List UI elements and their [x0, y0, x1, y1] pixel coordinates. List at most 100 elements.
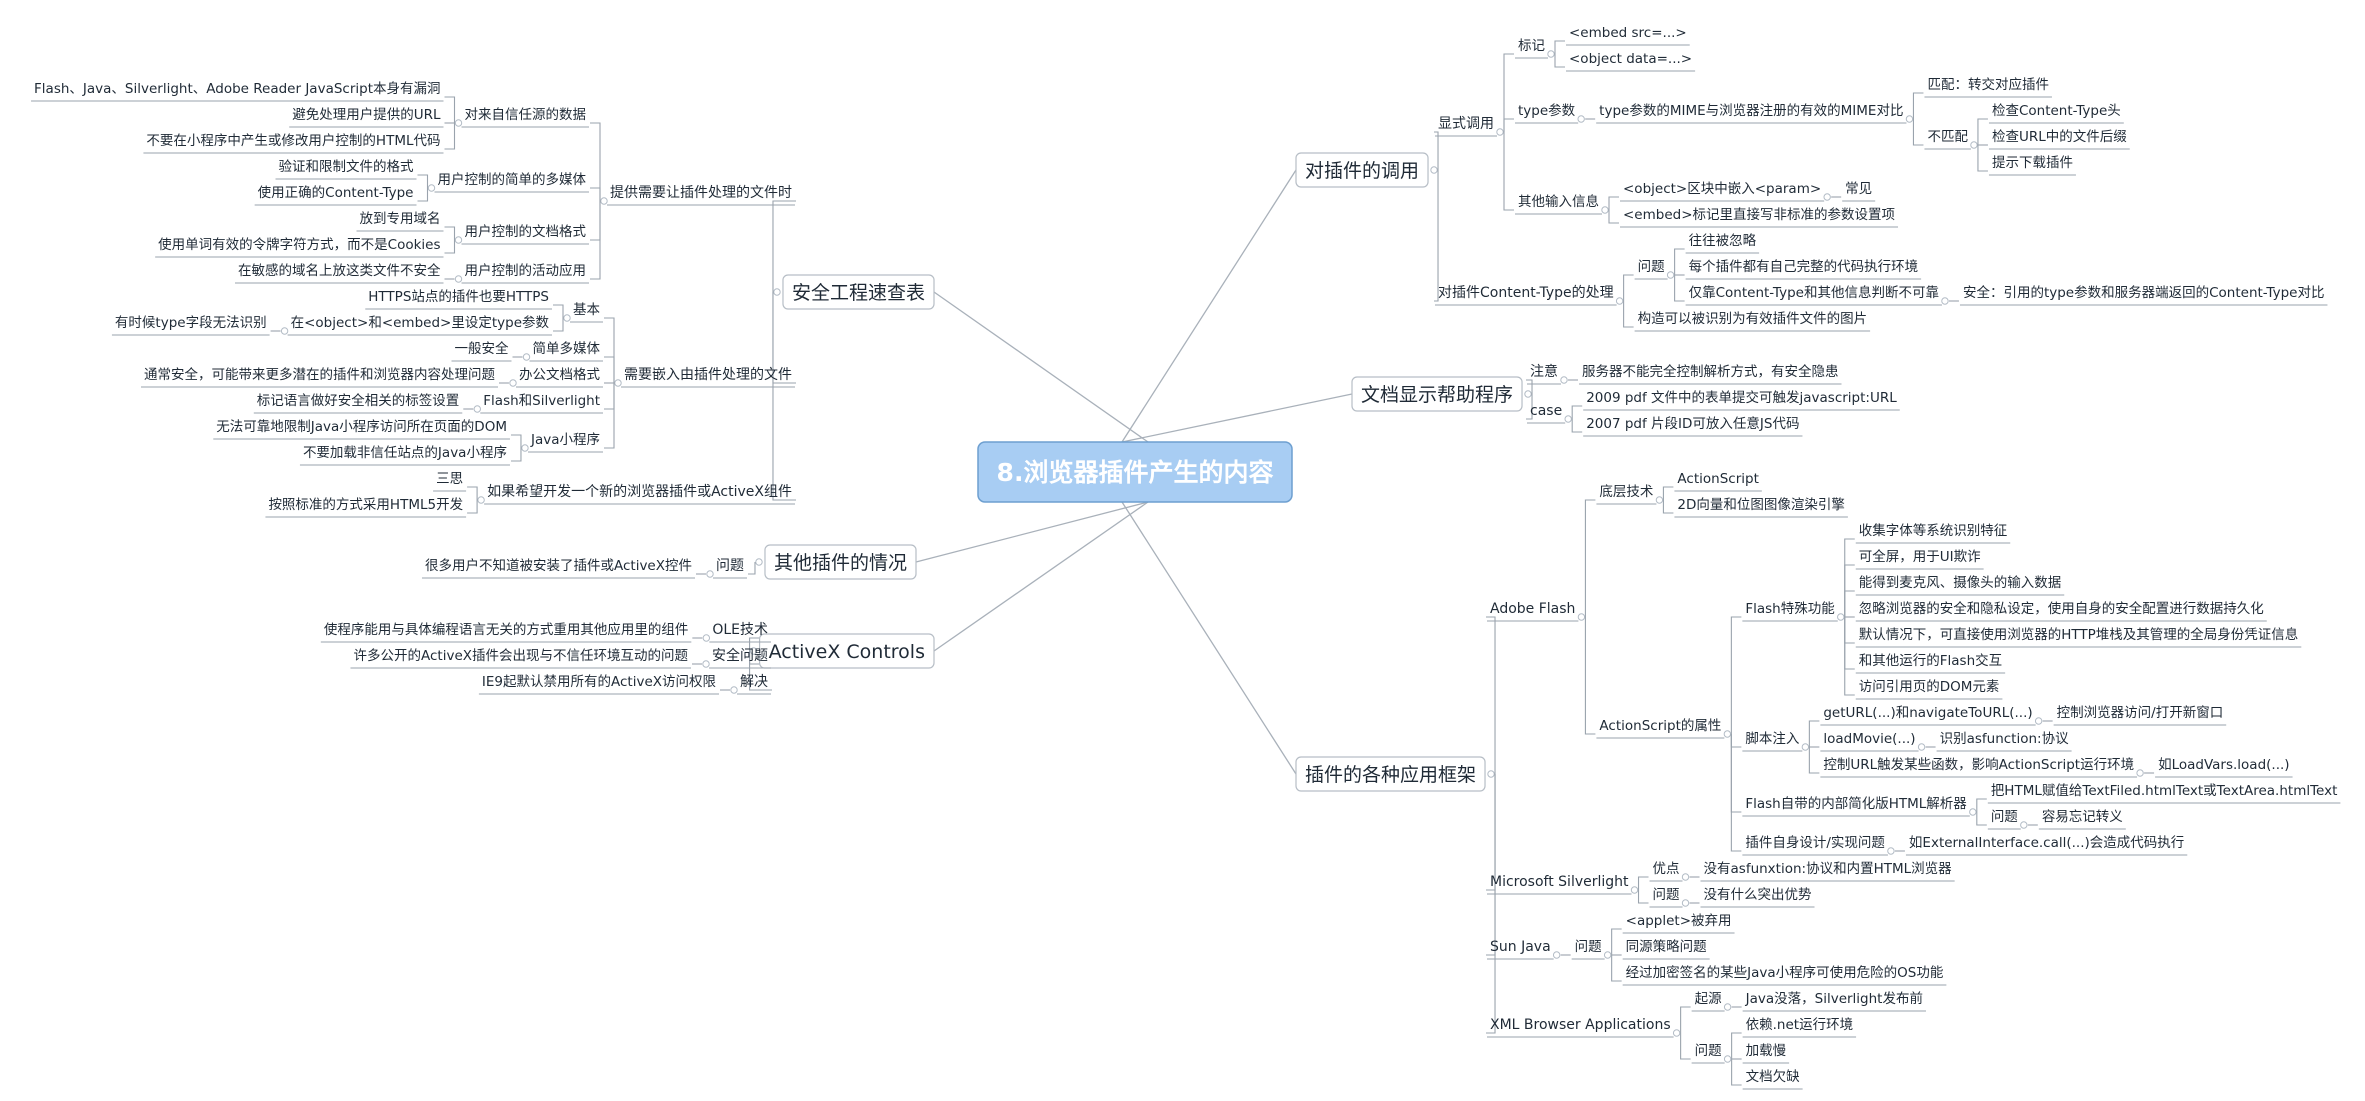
topic-3-topic[interactable]: 三思	[433, 471, 467, 492]
topic-5-flash[interactable]: 和其他运行的Flash交互	[1855, 652, 2006, 674]
topic-4-net[interactable]: 依赖.net运行环境	[1742, 1017, 1857, 1038]
topic-4-content-type[interactable]: 使用正确的Content-Type	[254, 184, 417, 206]
topic-4-topic[interactable]: 文档欠缺	[1742, 1069, 1803, 1090]
topic-2-case[interactable]: case	[1527, 403, 1566, 424]
topic-3-topic[interactable]: 用户控制的活动应用	[461, 262, 590, 284]
topic-3-topic[interactable]: 使程序能用与具体编程语言无关的方式重用其他应用里的组件	[320, 621, 692, 643]
topic-4-flash[interactable]: Flash特殊功能	[1742, 601, 1838, 622]
topic-3-flash-silverlight[interactable]: Flash和Silverlight	[480, 393, 603, 414]
topic-4-html[interactable]: 不要在小程序中产生或修改用户控制的HTML代码	[143, 132, 444, 154]
topic-5-topic[interactable]: 匹配：转交对应插件	[1924, 76, 2052, 98]
topic-3-topic[interactable]: 用户控制的简单的多媒体	[434, 171, 590, 193]
topic-2-topic[interactable]: 问题	[713, 558, 747, 579]
topic-3-topic[interactable]: 优点	[1649, 861, 1683, 882]
topic-2-topic[interactable]: 需要嵌入由插件处理的文件	[621, 367, 795, 388]
topic-3-topic[interactable]: 办公文档格式	[516, 367, 603, 388]
topic-2-sun-java[interactable]: Sun Java	[1487, 939, 1554, 960]
topic-3-java[interactable]: Java小程序	[527, 432, 603, 453]
topic-3-topic[interactable]: 标记	[1515, 38, 1548, 59]
topic-2-xml-browser-applications[interactable]: XML Browser Applications	[1487, 1017, 1674, 1038]
topic-5-topic[interactable]: 能得到麦克风、摄像头的输入数据	[1855, 574, 2065, 596]
topic-4-2d[interactable]: 2D向量和位图图像渲染引擎	[1674, 497, 1848, 518]
topic-3-topic[interactable]: 其他输入信息	[1515, 193, 1602, 215]
topic-4-topic[interactable]: 插件自身设计/实现问题	[1742, 835, 1888, 856]
topic-4-topic[interactable]: 通常安全，可能带来更多潜在的插件和浏览器内容处理问题	[141, 366, 498, 388]
topic-2-microsoft-silverlight[interactable]: Microsoft Silverlight	[1487, 874, 1632, 895]
topic-5-html-textfiled-htmltext-textarea-htmltext[interactable]: 把HTML赋值给TextFiled.htmlText或TextArea.html…	[1987, 783, 2341, 804]
topic-5-ui[interactable]: 可全屏，用于UI欺诈	[1855, 548, 1984, 570]
topic-6-topic[interactable]: 提示下载插件	[1988, 155, 2076, 176]
topic-3-topic[interactable]: 用户控制的文档格式	[461, 223, 590, 245]
topic-5-geturl-navigatetourl[interactable]: getURL(...)和navigateToURL(...)	[1820, 705, 2036, 726]
topic-4-https-https[interactable]: HTTPS站点的插件也要HTTPS	[365, 289, 552, 310]
topic-3-topic[interactable]: 构造可以被识别为有效插件文件的图片	[1634, 311, 1871, 332]
topic-3-topic[interactable]: 底层技术	[1596, 484, 1657, 505]
topic-3-topic[interactable]: 问题	[1649, 887, 1683, 908]
topic-2-topic[interactable]: 提供需要让插件处理的文件时	[607, 185, 795, 206]
topic-3-topic[interactable]: 基本	[570, 301, 603, 323]
topic-3-topic[interactable]: 服务器不能完全控制解析方式，有安全隐患	[1579, 363, 1842, 385]
topic-4-applet[interactable]: <applet>被弃用	[1622, 913, 1735, 934]
topic-4-topic[interactable]: 加载慢	[1742, 1042, 1790, 1064]
topic-2-content-type[interactable]: 对插件Content-Type的处理	[1435, 285, 1617, 306]
topic-4-java-silverlight[interactable]: Java没落，Silverlight发布前	[1742, 990, 1926, 1012]
topic-5-topic[interactable]: 不匹配	[1924, 129, 1971, 150]
topic-5-topic[interactable]: 忽略浏览器的安全和隐私设定，使用自身的安全配置进行数据持久化	[1855, 600, 2267, 622]
topic-4-java[interactable]: 不要加载非信任站点的Java小程序	[299, 445, 510, 466]
topic-4-object-data[interactable]: <object data=...>	[1566, 51, 1696, 72]
topic-4-java-os[interactable]: 经过加密签名的某些Java小程序可使用危险的OS功能	[1622, 964, 1947, 986]
topic-3-actionscript[interactable]: ActionScript的属性	[1596, 718, 1725, 739]
branch-topic-right1[interactable]: 文档显示帮助程序	[1351, 376, 1523, 412]
topic-4-topic[interactable]: 没有什么突出优势	[1700, 887, 1815, 908]
topic-4-topic[interactable]: 同源策略问题	[1622, 938, 1710, 960]
topic-4-flash-html[interactable]: Flash自带的内部简化版HTML解析器	[1742, 795, 1970, 817]
topic-3-topic[interactable]: 问题	[1691, 1043, 1725, 1064]
topic-4-topic[interactable]: 脚本注入	[1742, 731, 1803, 752]
branch-activex-controls-left2[interactable]: ActiveX Controls	[758, 633, 935, 669]
branch-topic-left0[interactable]: 安全工程速查表	[782, 274, 935, 310]
topic-5-type-content-type[interactable]: 安全：引用的type参数和服务器端返回的Content-Type对比	[1959, 284, 2328, 306]
topic-2-ole[interactable]: OLE技术	[709, 622, 771, 643]
topic-6-content-type[interactable]: 检查Content-Type头	[1988, 103, 2124, 124]
topic-3-topic[interactable]: 简单多媒体	[529, 340, 604, 362]
topic-2-adobe-flash[interactable]: Adobe Flash	[1487, 601, 1579, 622]
topic-6-loadvars-load[interactable]: 如LoadVars.load(...)	[2155, 757, 2293, 778]
topic-4-topic[interactable]: 一般安全	[451, 340, 512, 362]
topic-3-activex[interactable]: 很多用户不知道被安装了插件或ActiveX控件	[421, 557, 695, 579]
topic-3-ie9-activex[interactable]: IE9起默认禁用所有的ActiveX访问权限	[478, 673, 719, 695]
topic-4-topic[interactable]: 标记语言做好安全相关的标签设置	[253, 392, 463, 414]
topic-3-html5[interactable]: 按照标准的方式采用HTML5开发	[265, 497, 467, 518]
topic-4-topic[interactable]: 在敏感的域名上放这类文件不安全	[235, 262, 444, 284]
topic-3-activex[interactable]: 许多公开的ActiveX插件会出现与不信任环境互动的问题	[350, 647, 691, 669]
topic-5-loadmovie[interactable]: loadMovie(...)	[1820, 731, 1919, 752]
topic-2-activex[interactable]: 如果希望开发一个新的浏览器插件或ActiveX组件	[484, 484, 795, 505]
topic-2-topic[interactable]: 安全问题	[709, 647, 771, 669]
topic-5-type[interactable]: 有时候type字段无法识别	[111, 315, 270, 336]
topic-4-flash-java-silverlight-adobe-reader-javascript[interactable]: Flash、Java、Silverlight、Adobe Reader Java…	[31, 81, 444, 102]
branch-topic-left1[interactable]: 其他插件的情况	[764, 544, 917, 580]
topic-4-actionscript[interactable]: ActionScript	[1674, 471, 1762, 492]
topic-5-url-actionscript[interactable]: 控制URL触发某些函数，影响ActionScript运行环境	[1820, 757, 2138, 778]
topic-3-topic[interactable]: 问题	[1571, 939, 1605, 960]
topic-4-topic[interactable]: 往往被忽略	[1685, 233, 1760, 254]
topic-4-asfunxtion-html[interactable]: 没有asfunxtion:协议和内置HTML浏览器	[1700, 861, 1955, 882]
topic-4-url[interactable]: 避免处理用户提供的URL	[289, 106, 444, 128]
root-topic[interactable]: 8.浏览器插件产生的内容	[977, 441, 1293, 503]
topic-4-java-dom[interactable]: 无法可靠地限制Java小程序访问所在页面的DOM	[213, 419, 510, 440]
topic-3-2007-pdf-id-js[interactable]: 2007 pdf 片段ID可放入任意JS代码	[1583, 415, 1803, 437]
topic-4-object-embed-type[interactable]: 在<object>和<embed>里设定type参数	[287, 314, 552, 336]
topic-5-dom[interactable]: 访问引用页的DOM元素	[1855, 679, 2003, 700]
topic-3-topic[interactable]: 对来自信任源的数据	[461, 107, 590, 128]
topic-5-topic[interactable]: 问题	[1987, 809, 2021, 830]
topic-2-topic[interactable]: 解决	[737, 674, 771, 695]
branch-topic-right2[interactable]: 插件的各种应用框架	[1295, 756, 1486, 792]
topic-3-topic[interactable]: 起源	[1691, 991, 1725, 1012]
topic-6-topic[interactable]: 容易忘记转义	[2038, 808, 2126, 830]
topic-4-cookies[interactable]: 使用单词有效的令牌字符方式，而不是Cookies	[155, 236, 444, 258]
topic-5-http[interactable]: 默认情况下，可直接使用浏览器的HTTP堆栈及其管理的全局身份凭证信息	[1855, 626, 2302, 648]
topic-4-embed[interactable]: <embed>标记里直接写非标准的参数设置项	[1620, 206, 1899, 228]
topic-5-topic[interactable]: 常见	[1842, 181, 1876, 202]
topic-2-topic[interactable]: 注意	[1527, 363, 1561, 385]
topic-4-topic[interactable]: 放到专用域名	[356, 211, 444, 232]
topic-6-url[interactable]: 检查URL中的文件后缀	[1988, 129, 2130, 150]
